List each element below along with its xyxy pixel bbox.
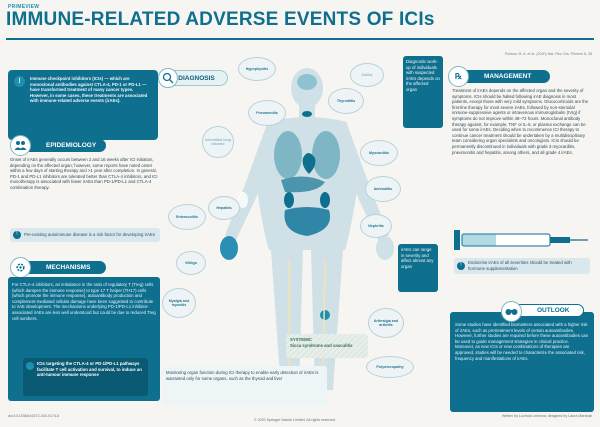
management-text: Treatment of irAEs depends on the affect… <box>452 88 589 155</box>
severity-callout: irAEs can range in severity and affect a… <box>398 244 438 292</box>
gear-icon <box>10 257 31 278</box>
people-icon <box>10 135 31 156</box>
organ-thyroiditis: Thyroiditis <box>328 88 364 114</box>
organ-hepatitis: Hepatitis <box>208 196 240 220</box>
copyright: © 2020 Springer Nature Limited. All righ… <box>254 418 337 422</box>
monitoring-callout: Monitoring organ function during ICI the… <box>162 366 327 406</box>
organ-label: Hepatitis <box>216 206 232 210</box>
mechanisms-label: MECHANISMS <box>46 264 91 271</box>
binoculars-icon <box>501 301 522 322</box>
alert-icon: ! <box>457 262 465 270</box>
info-icon: ! <box>14 76 25 87</box>
diagnosis-callout: Diagnostic work-up of individuals with s… <box>403 56 443 128</box>
organ-myocarditis: Myocarditis <box>360 140 398 166</box>
intro-text: Immune checkpoint inhibitors (ICIs) — wh… <box>30 76 148 104</box>
callout-dot-icon <box>26 362 34 370</box>
organ-enterocolitis: Enterocolitis <box>168 204 206 230</box>
management-note: ! Endocrine irAEs of all severities shou… <box>454 258 590 274</box>
organ-label: Vitiligo <box>185 261 197 265</box>
doi: doi:10.1038/s41572-020-0174-6 <box>8 414 60 418</box>
organ-label: Thyroiditis <box>336 99 356 103</box>
citation: Postow, M. A. et al. (2020) Nat. Rev. Di… <box>504 52 592 56</box>
alert-icon: ! <box>13 231 21 239</box>
epidemiology-text: Onset of irAEs generally occurs between … <box>10 157 158 190</box>
organ-label: Polyneuropathy <box>376 365 404 369</box>
intro-box: ! Immune checkpoint inhibitors (ICIs) — … <box>8 70 158 140</box>
organ-colitis: Colitis <box>350 63 384 87</box>
organ-ild: Interstitial lung disease <box>202 126 234 158</box>
diagnosis-pill: DIAGNOSIS <box>158 68 228 88</box>
mechanisms-callout-text: ICIs targeting the CTLA-4 or PD-1/PD-L1 … <box>37 361 142 378</box>
organ-label: Pneumonitis <box>256 111 278 115</box>
organ-vitiligo: Vitiligo <box>176 251 206 275</box>
epidemiology-note: ! Pre-existing autoimmune disease is a r… <box>10 228 160 242</box>
outlook-text: Some studies have identified biomarkers … <box>455 322 589 361</box>
organ-polyneuropathy: Polyneuropathy <box>366 356 414 378</box>
mechanisms-callout: ICIs targeting the CTLA-4 or PD-1/PD-L1 … <box>23 358 148 396</box>
epidemiology-label: EPIDEMIOLOGY <box>46 142 97 149</box>
outlook-label: OUTLOOK <box>537 307 570 314</box>
magnifier-icon <box>158 68 178 88</box>
management-label: MANAGEMENT <box>484 73 532 80</box>
organ-label: Nephritis <box>368 224 384 228</box>
diagnosis-label: DIAGNOSIS <box>178 74 215 82</box>
organ-label: Colitis <box>361 73 373 77</box>
organ-label: Interstitial lung disease <box>205 138 231 146</box>
title-rule <box>6 38 594 40</box>
epidemiology-pill: EPIDEMIOLOGY <box>10 135 106 156</box>
mechanisms-text: For CTLA-4 inhibitors, an imbalance in t… <box>12 282 156 321</box>
diagnosis-callout-text: Diagnostic work-up of individuals with s… <box>406 59 440 92</box>
organ-arthralgia: Arthralgia and arthritis <box>368 308 404 338</box>
organ-label: Enterocolitis <box>176 215 198 219</box>
organ-label: Hypophysitis <box>245 67 269 71</box>
kicker: PRIMEVIEW <box>8 4 40 10</box>
management-pill: ℞ MANAGEMENT <box>448 66 550 87</box>
prescription-icon: ℞ <box>448 66 469 87</box>
organ-hypophysitis: Hypophysitis <box>238 57 276 81</box>
outlook-pill: OUTLOOK <box>501 301 584 322</box>
organ-label: Myalgia and myositis <box>168 299 190 307</box>
mechanisms-pill: MECHANISMS <box>10 257 106 278</box>
organ-nephritis: Nephritis <box>360 214 392 238</box>
systemic-callout: SYSTEMIC Sicca syndrome and vasculitis <box>286 334 368 358</box>
organ-adrenalitis: Adrenalitis <box>365 176 401 202</box>
management-note-text: Endocrine irAEs of all severities should… <box>468 260 572 271</box>
body-figure <box>220 68 394 390</box>
epidemiology-note-text: Pre-existing autoimmune disease is a ris… <box>24 232 155 238</box>
organ-label: Myocarditis <box>369 151 389 155</box>
organ-label: Adrenalitis <box>373 187 393 191</box>
organ-myalgia: Myalgia and myositis <box>162 288 196 318</box>
organ-label: Arthralgia and arthritis <box>373 319 399 327</box>
outlook-box <box>450 312 594 412</box>
syringe-icon <box>454 230 588 250</box>
organ-pneumonitis: Pneumonitis <box>248 100 286 126</box>
credits: Written by Lucinda Lebrona; designed by … <box>501 414 592 418</box>
page-title: IMMUNE-RELATED ADVERSE EVENTS OF ICIs <box>6 9 435 30</box>
